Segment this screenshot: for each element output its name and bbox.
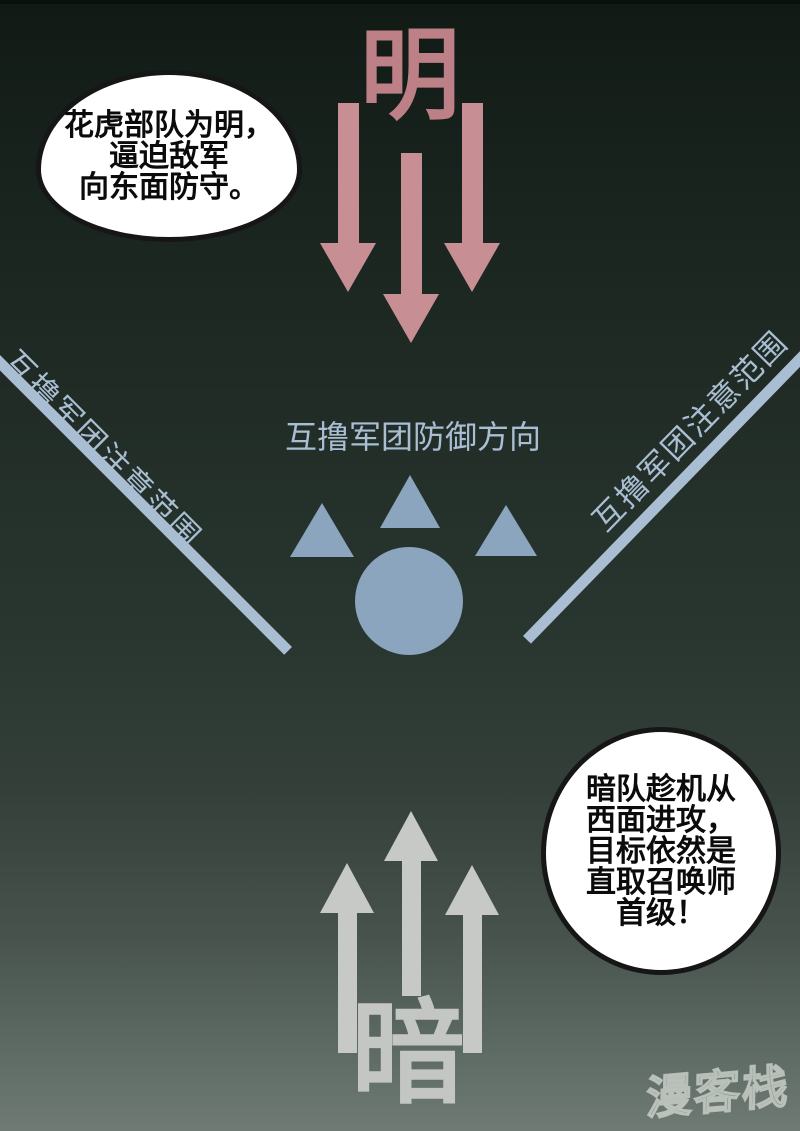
an-attack-arrow-left-icon bbox=[320, 863, 374, 1053]
defender-circle-icon bbox=[355, 547, 463, 655]
bubble-line: 西面进攻， bbox=[586, 803, 736, 837]
arrow-head-down bbox=[383, 294, 439, 343]
an-side-label: 暗 bbox=[350, 991, 465, 1118]
defender-triangle-middle-icon bbox=[380, 475, 440, 528]
defense-direction-label: 互撸军团防御方向 bbox=[285, 419, 542, 455]
attention-range-line-right bbox=[523, 346, 800, 644]
arrow-shaft bbox=[462, 915, 482, 1053]
bubble-line: 花虎部队为明， bbox=[64, 108, 274, 142]
attention-range-label-left: 互撸军团注意范围 bbox=[0, 343, 209, 556]
arrow-shaft bbox=[401, 861, 421, 996]
arrow-head-up bbox=[445, 865, 499, 915]
panel-top-edge bbox=[0, 0, 800, 4]
arrow-head-up bbox=[320, 863, 374, 913]
bubble-line: 目标依然是 bbox=[586, 834, 736, 868]
bubble-line: 直取召唤师 bbox=[586, 865, 736, 899]
ming-attack-arrow-middle-icon bbox=[383, 153, 439, 343]
bubble-line: 向东面防守。 bbox=[79, 170, 259, 204]
arrow-head-down bbox=[444, 243, 500, 292]
an-attack-arrow-right-icon bbox=[445, 865, 499, 1053]
bubble-line: 首级！ bbox=[616, 896, 706, 930]
arrow-head-down bbox=[320, 243, 376, 292]
defender-triangle-left-icon bbox=[290, 503, 354, 557]
bubble-line: 逼迫敌军 bbox=[109, 139, 229, 173]
defender-triangle-right-icon bbox=[475, 505, 537, 556]
site-watermark: 漫客栈 bbox=[645, 1059, 791, 1125]
ming-side-label: 明 bbox=[360, 20, 460, 132]
bubble-line: 暗队趁机从 bbox=[586, 772, 736, 806]
arrow-head-up bbox=[384, 811, 438, 861]
ming-attack-arrow-right-icon bbox=[444, 103, 500, 292]
arrow-shaft bbox=[400, 153, 422, 294]
an-attack-arrow-middle-icon bbox=[383, 811, 439, 996]
speech-bubble-top-left: 花虎部队为明， 逼迫敌军 向东面防守。 bbox=[36, 70, 302, 242]
speech-bubble-bottom-right: 暗队趁机从 西面进攻， 目标依然是 直取召唤师 首级！ bbox=[541, 727, 781, 975]
arrow-shaft bbox=[337, 913, 357, 1053]
arrow-shaft bbox=[337, 103, 359, 243]
ming-attack-arrow-left-icon bbox=[320, 103, 376, 292]
attention-range-label-right: 互撸军团注意范围 bbox=[585, 324, 795, 538]
arrow-shaft bbox=[461, 103, 483, 243]
